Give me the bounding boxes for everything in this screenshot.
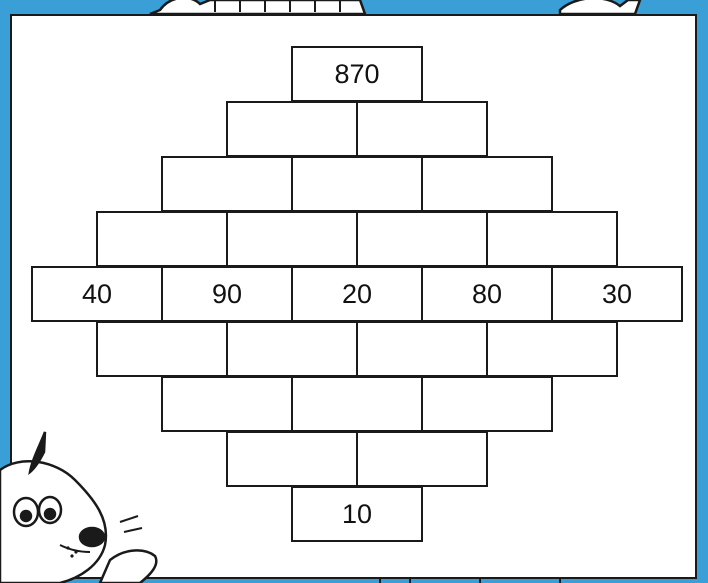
dog-character-icon [0,0,708,583]
puzzle-scene: 870409020803010 [0,0,708,583]
